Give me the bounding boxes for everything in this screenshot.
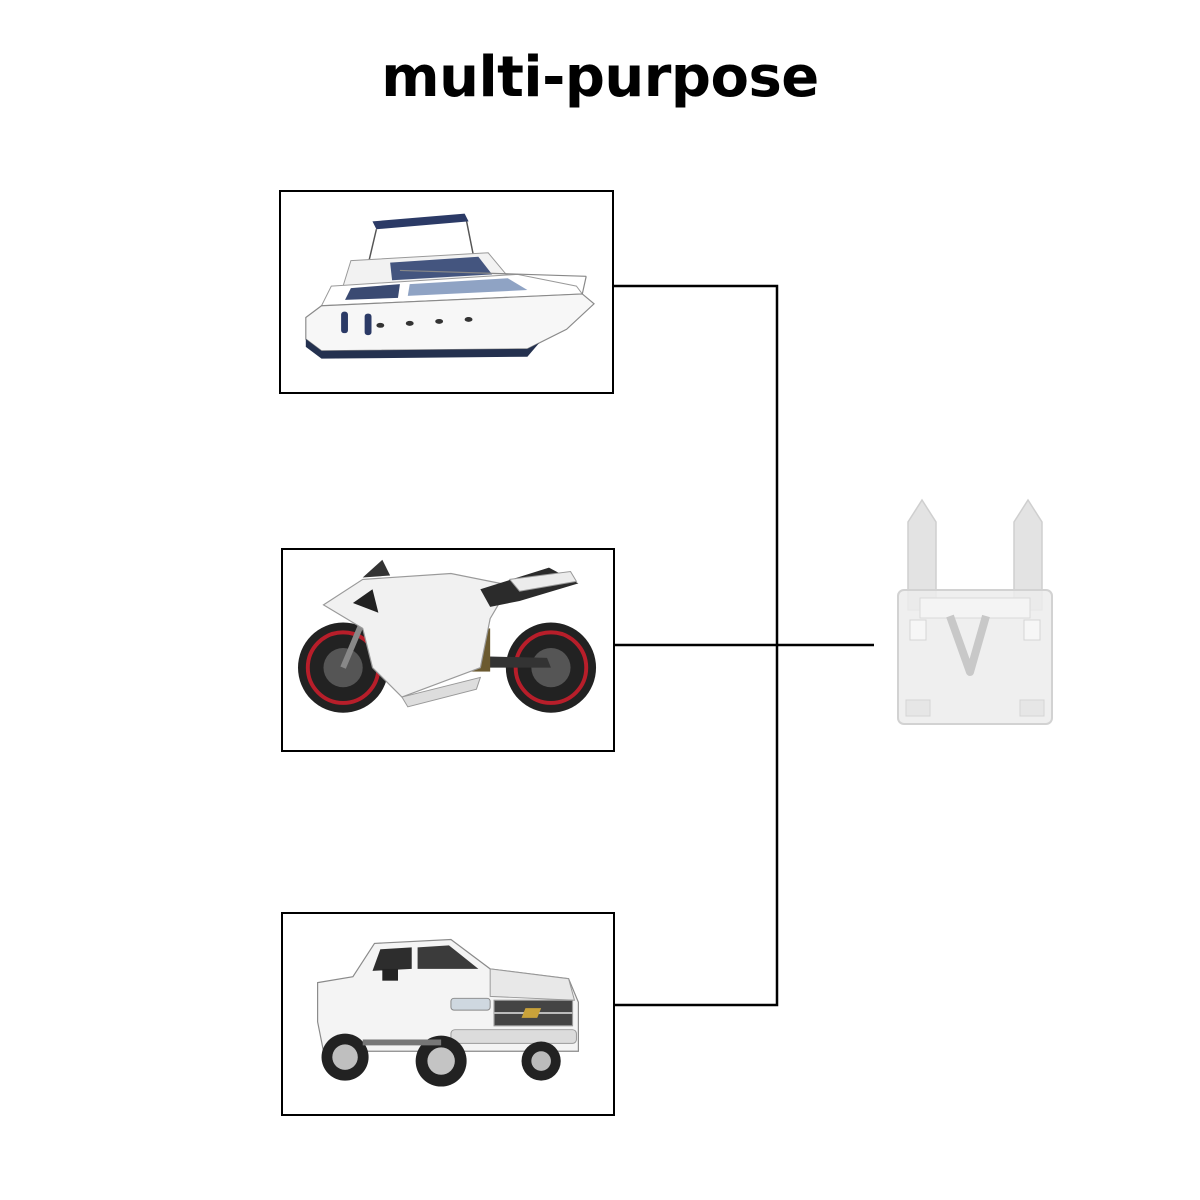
truck-frame — [281, 912, 615, 1116]
page-title: multi-purpose — [381, 45, 819, 110]
boat-frame — [279, 190, 614, 394]
pickup-truck-icon — [317, 938, 579, 1087]
motorcycle-icon — [298, 559, 597, 713]
mini-blade-fuse-icon — [897, 498, 1053, 725]
connector-boat — [614, 284, 779, 645]
connector-truck — [615, 645, 779, 1007]
boat-icon — [305, 213, 595, 359]
motorcycle-frame — [281, 548, 615, 752]
